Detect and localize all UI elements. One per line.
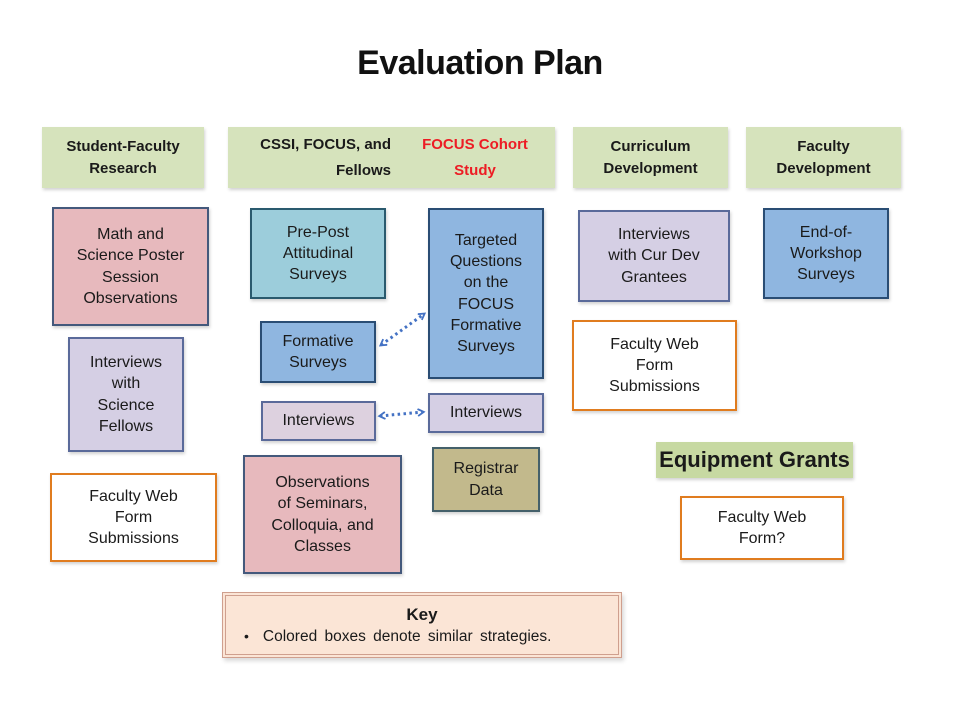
box-label: End-of-Workshop Surveys — [790, 223, 862, 284]
box-registrar-data: Registrar Data — [432, 447, 540, 512]
box-end-of-workshop-surveys: End-of-Workshop Surveys — [763, 208, 889, 299]
header-label: Student-Faculty Research — [66, 137, 180, 177]
box-faculty-web-form-submissions-2: Faculty Web Form Submissions — [572, 320, 737, 411]
box-formative-surveys: Formative Surveys — [260, 321, 376, 383]
box-label: Faculty Web Form Submissions — [609, 335, 700, 396]
key-box: Key • Colored boxes denote similar strat… — [222, 592, 622, 658]
box-faculty-web-form-question: Faculty Web Form? — [680, 496, 844, 560]
box-label: Targeted Questions on the FOCUS Formativ… — [449, 232, 523, 355]
header-label: Curriculum Development — [603, 137, 698, 177]
dotted-arrow-interviews-to-interviews-icon — [380, 412, 423, 416]
key-bullet-text: Colored boxes denote similar strategies. — [262, 627, 552, 645]
box-interviews-right: Interviews — [428, 393, 544, 433]
box-interviews-left: Interviews — [261, 401, 376, 441]
header-label: Equipment Grants — [659, 447, 850, 472]
box-label: Math and Science Poster Session Observat… — [76, 226, 185, 307]
box-math-science-poster-observations: Math and Science Poster Session Observat… — [52, 207, 209, 326]
box-label: Faculty Web Form? — [717, 508, 807, 547]
header-student-faculty-research: Student-Faculty Research — [42, 127, 204, 188]
box-interviews-cur-dev-grantees: Interviews with Cur Dev Grantees — [578, 210, 730, 302]
box-label: Interviews — [449, 404, 523, 422]
dotted-arrow-formative-to-targeted-icon — [381, 314, 424, 345]
bullet-icon: • — [244, 627, 249, 644]
header-cssi-focus-fellows: CSSI, FOCUS, and Fellows FOCUS Cohort St… — [228, 127, 555, 188]
header-label: Faculty Development — [776, 137, 871, 177]
box-pre-post-attitudinal-surveys: Pre-Post Attitudinal Surveys — [250, 208, 386, 299]
header-equipment-grants: Equipment Grants — [656, 442, 853, 478]
box-label: Registrar Data — [453, 460, 519, 499]
header-cssi-label: CSSI, FOCUS, and Fellows — [260, 136, 391, 179]
page-title: Evaluation Plan — [357, 44, 603, 82]
box-label: Faculty Web Form Submissions — [88, 487, 179, 548]
box-interviews-science-fellows: Interviews with Science Fellows — [68, 337, 184, 452]
box-label: Interviews with Cur Dev Grantees — [608, 226, 700, 286]
header-faculty-development: Faculty Development — [746, 127, 901, 188]
key-title: Key — [406, 604, 438, 624]
key-bullet-line: • Colored boxes denote similar strategie… — [226, 628, 618, 646]
box-label: Formative Surveys — [282, 332, 354, 371]
box-faculty-web-form-submissions-1: Faculty Web Form Submissions — [50, 473, 217, 562]
box-label: Interviews with Science Fellows — [89, 354, 163, 435]
box-observations-seminars-colloquia-classes: Observations of Seminars, Colloquia, and… — [243, 455, 402, 574]
box-label: Interviews — [282, 412, 355, 430]
box-label: Observations of Seminars, Colloquia, and… — [271, 474, 374, 555]
key-box-inner: Key • Colored boxes denote similar strat… — [225, 595, 619, 655]
header-focus-cohort-label: FOCUS Cohort Study — [422, 136, 528, 179]
header-curriculum-development: Curriculum Development — [573, 127, 728, 188]
box-targeted-questions-focus-formative-surveys: Targeted Questions on the FOCUS Formativ… — [428, 208, 544, 379]
box-label: Pre-Post Attitudinal Surveys — [282, 223, 354, 284]
